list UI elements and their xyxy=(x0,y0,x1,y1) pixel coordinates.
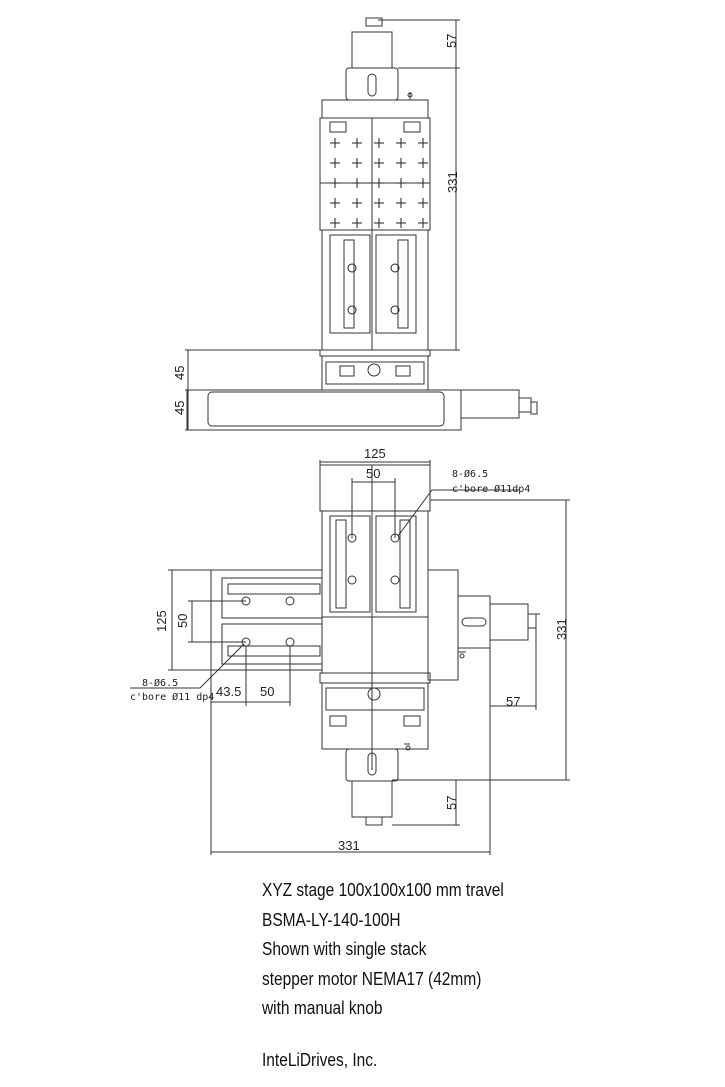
plan-center-block xyxy=(321,616,429,674)
z-rail-body xyxy=(321,229,429,351)
callout-left-cbore: c'bore Ø11 dp4 xyxy=(130,691,214,703)
dim-top-hole-spacing: 50 xyxy=(366,466,380,481)
side-view xyxy=(185,17,538,431)
company-name: InteLiDrives, Inc. xyxy=(262,1050,378,1070)
plan-y-motor xyxy=(351,780,393,818)
dim-left-spacing-bottom: 50 xyxy=(260,684,274,699)
z-base xyxy=(321,355,429,391)
x-stage xyxy=(186,389,462,431)
caption-line: stepper motor NEMA17 (42mm) xyxy=(262,968,482,989)
top-knob-icon xyxy=(365,17,383,27)
dim-x-base-height: 45 xyxy=(172,401,187,415)
z-carriage-holes xyxy=(330,138,428,315)
dim-right-height: 331 xyxy=(554,618,569,640)
dim-bottom-motor: 57 xyxy=(444,796,459,810)
x-motor xyxy=(460,389,520,419)
dim-bottom-width: 331 xyxy=(338,838,360,853)
plan-view xyxy=(130,460,570,855)
z-motor xyxy=(351,31,393,69)
caption-line: Shown with single stack xyxy=(262,939,427,960)
dim-overall-height: 331 xyxy=(445,171,460,193)
plan-x-motor xyxy=(489,603,529,641)
z-motor-flange xyxy=(345,67,399,101)
dim-left-offset: 43.5 xyxy=(216,684,241,699)
z-carriage xyxy=(319,117,431,231)
callout-top-holes: 8-Ø6.5 xyxy=(452,468,488,480)
dim-z-base-height: 45 xyxy=(172,366,187,380)
dim-left-width: 125 xyxy=(154,610,169,632)
plan-y-carriage xyxy=(321,510,429,618)
callout-left-holes: 8-Ø6.5 xyxy=(142,677,178,689)
caption-line: BSMA-LY-140-100H xyxy=(262,909,401,930)
dim-left-hole-spacing: 50 xyxy=(175,614,190,628)
caption-line: XYZ stage 100x100x100 mm travel xyxy=(262,880,504,900)
callout-top-cbore: c'bore Ø11dp4 xyxy=(452,483,530,495)
dim-top-width: 125 xyxy=(364,446,386,461)
plan-x-flange xyxy=(457,595,491,649)
dim-right-motor: 57 xyxy=(506,694,520,709)
dim-motor-length: 57 xyxy=(444,34,459,48)
caption-block: XYZ stage 100x100x100 mm travel BSMA-LY-… xyxy=(262,876,504,1024)
caption-line: with manual knob xyxy=(262,998,383,1019)
